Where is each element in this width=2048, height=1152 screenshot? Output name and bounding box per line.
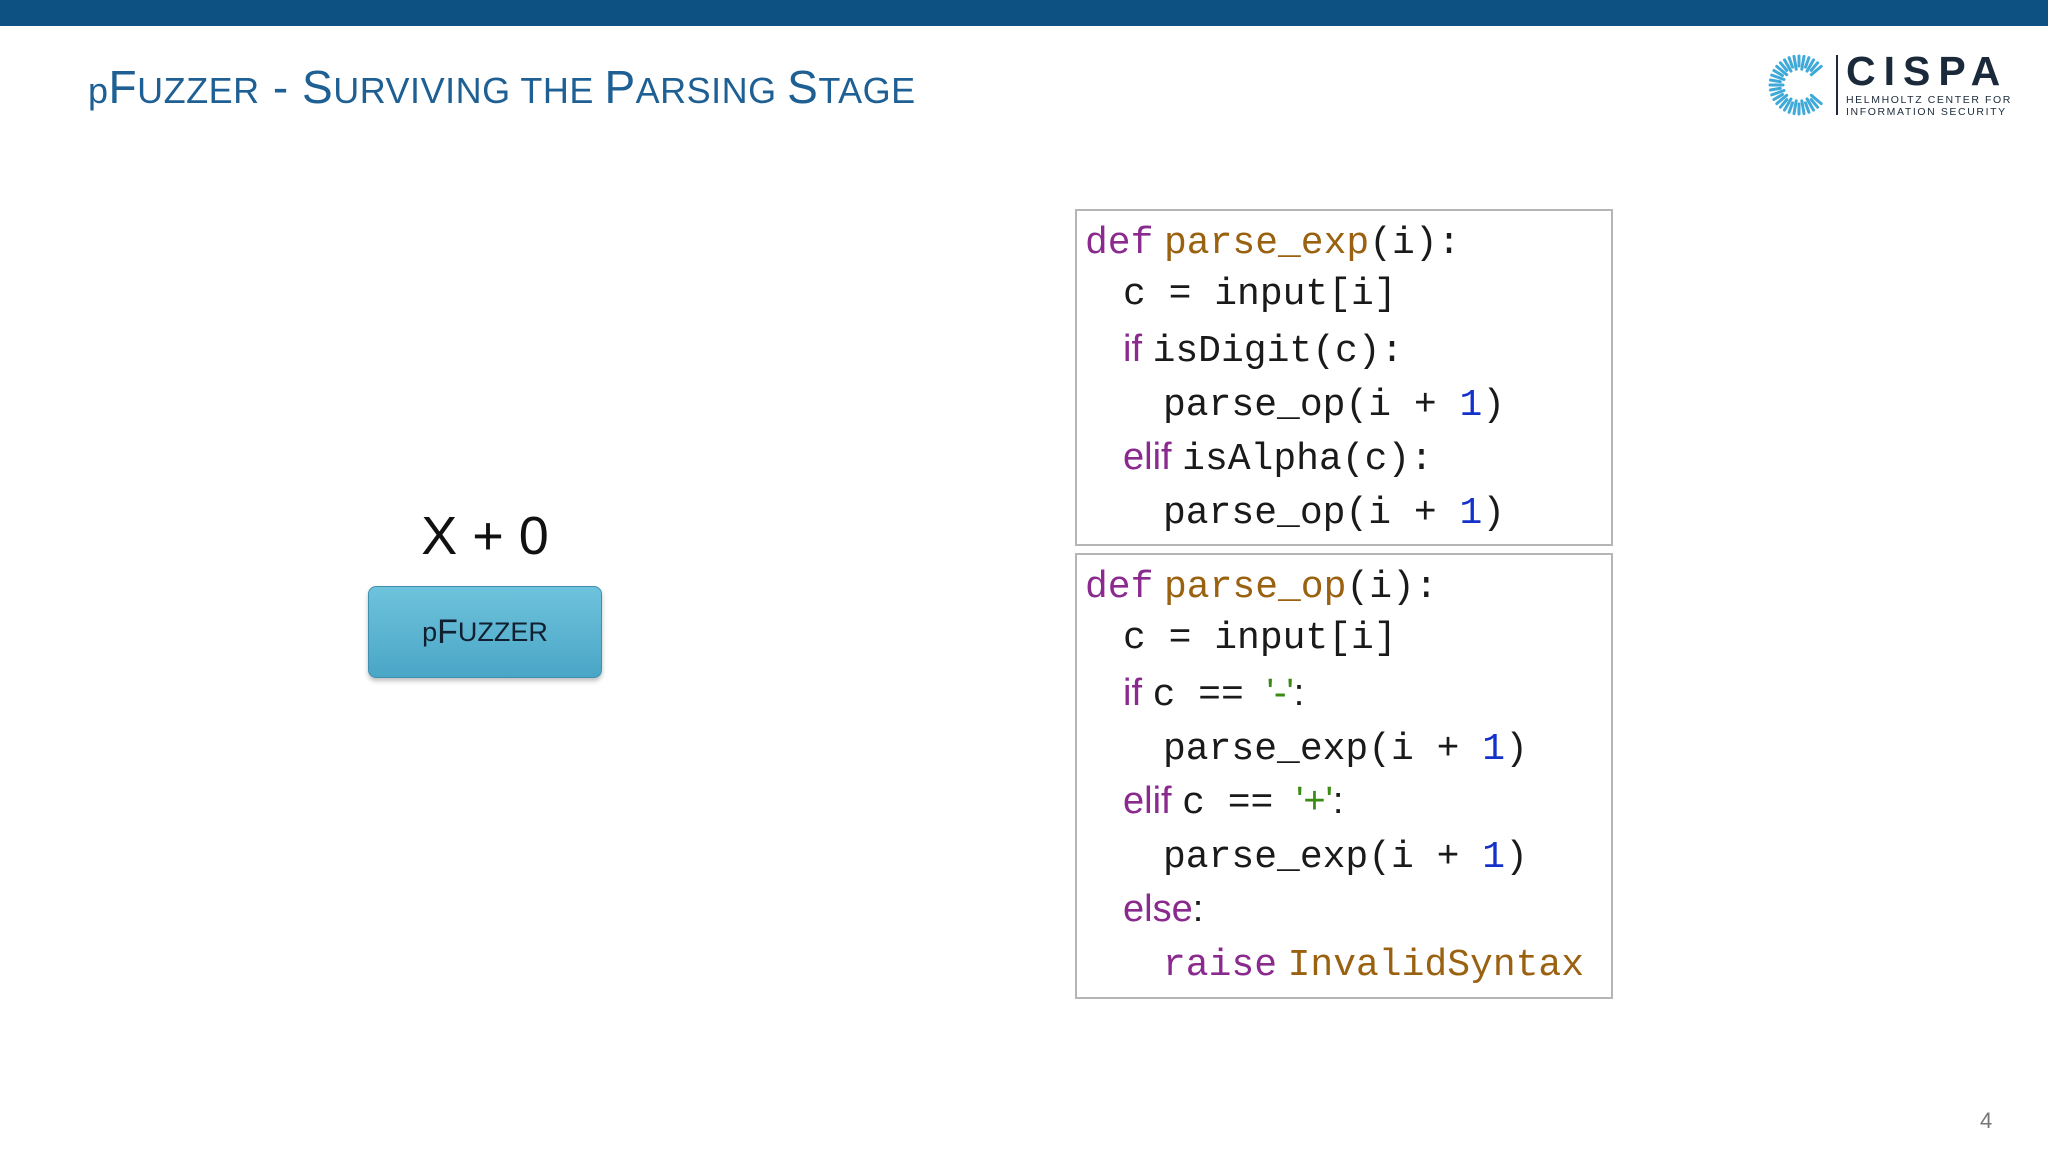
logo-ray [1805,58,1815,73]
code-line: raise InvalidSyntax [1163,944,1585,987]
code-line: def parse_exp(i): [1085,222,1461,265]
slide-title: pFUZZER - SURVIVING THE PARSING STAGE [88,61,916,113]
logo-ray [1804,56,1811,69]
logo-divider [1836,55,1838,115]
page-number: 4 [1980,1108,1993,1133]
code-line: def parse_op(i): [1085,566,1438,609]
code-line: elif c == '+': [1123,780,1344,825]
code-line: parse_op(i + 1) [1163,384,1506,427]
logo-name: CISPA [1846,48,2009,94]
code-line: elif isAlpha(c): [1123,436,1433,481]
logo-ray [1783,97,1793,112]
logo-subtitle: HELMHOLTZ CENTER FOR INFORMATION SECURIT… [1846,94,2016,118]
logo-ray [1775,64,1789,77]
fuzz-input-text: X + 0 [421,506,549,566]
logo-ray [1770,89,1786,97]
logo-ray [1770,73,1786,81]
logo-subtitle-line-2: INFORMATION SECURITY [1846,106,2007,118]
code-line: if c == '-': [1123,672,1305,717]
logo-ray [1772,69,1784,77]
code-line: parse_exp(i + 1) [1163,836,1528,879]
logo-ray [1778,98,1789,109]
logo-ray [1787,101,1794,114]
logo-ray [1778,61,1789,72]
code-line: parse_op(i + 1) [1163,492,1506,535]
logo-ray [1800,54,1806,71]
code-line: c = input[i] [1123,273,1397,316]
logo-ray [1768,78,1782,84]
code-box-parse-op: def parse_op(i): c = input[i] if c == '-… [1075,553,1613,999]
code-line: c = input[i] [1123,617,1397,660]
code-line: parse_exp(i + 1) [1163,728,1528,771]
code-line: else: [1123,888,1204,930]
logo-ray [1787,56,1794,69]
logo-ray [1805,97,1815,112]
logo-ray [1809,93,1823,106]
logo-ray [1768,86,1782,92]
logo-subtitle-line-1: HELMHOLTZ CENTER FOR [1846,94,2012,106]
code-line: if isDigit(c): [1123,328,1404,373]
logo-ray [1804,101,1811,114]
logo-ray [1783,58,1793,73]
logo-ray [1772,93,1784,101]
cispa-logo-mark-icon [1768,54,1823,116]
top-bar [0,0,2048,26]
logo-ray [1809,64,1823,77]
logo-ray [1800,99,1806,116]
logo-ray [1792,99,1798,116]
logo-ray [1809,98,1820,109]
logo-ray [1775,93,1789,106]
code-box-parse-exp: def parse_exp(i): c = input[i] if isDigi… [1075,209,1613,546]
logo-ray [1809,61,1820,72]
logo-ray [1792,54,1798,71]
cispa-logo: CISPA HELMHOLTZ CENTER FOR INFORMATION S… [1768,48,2012,124]
